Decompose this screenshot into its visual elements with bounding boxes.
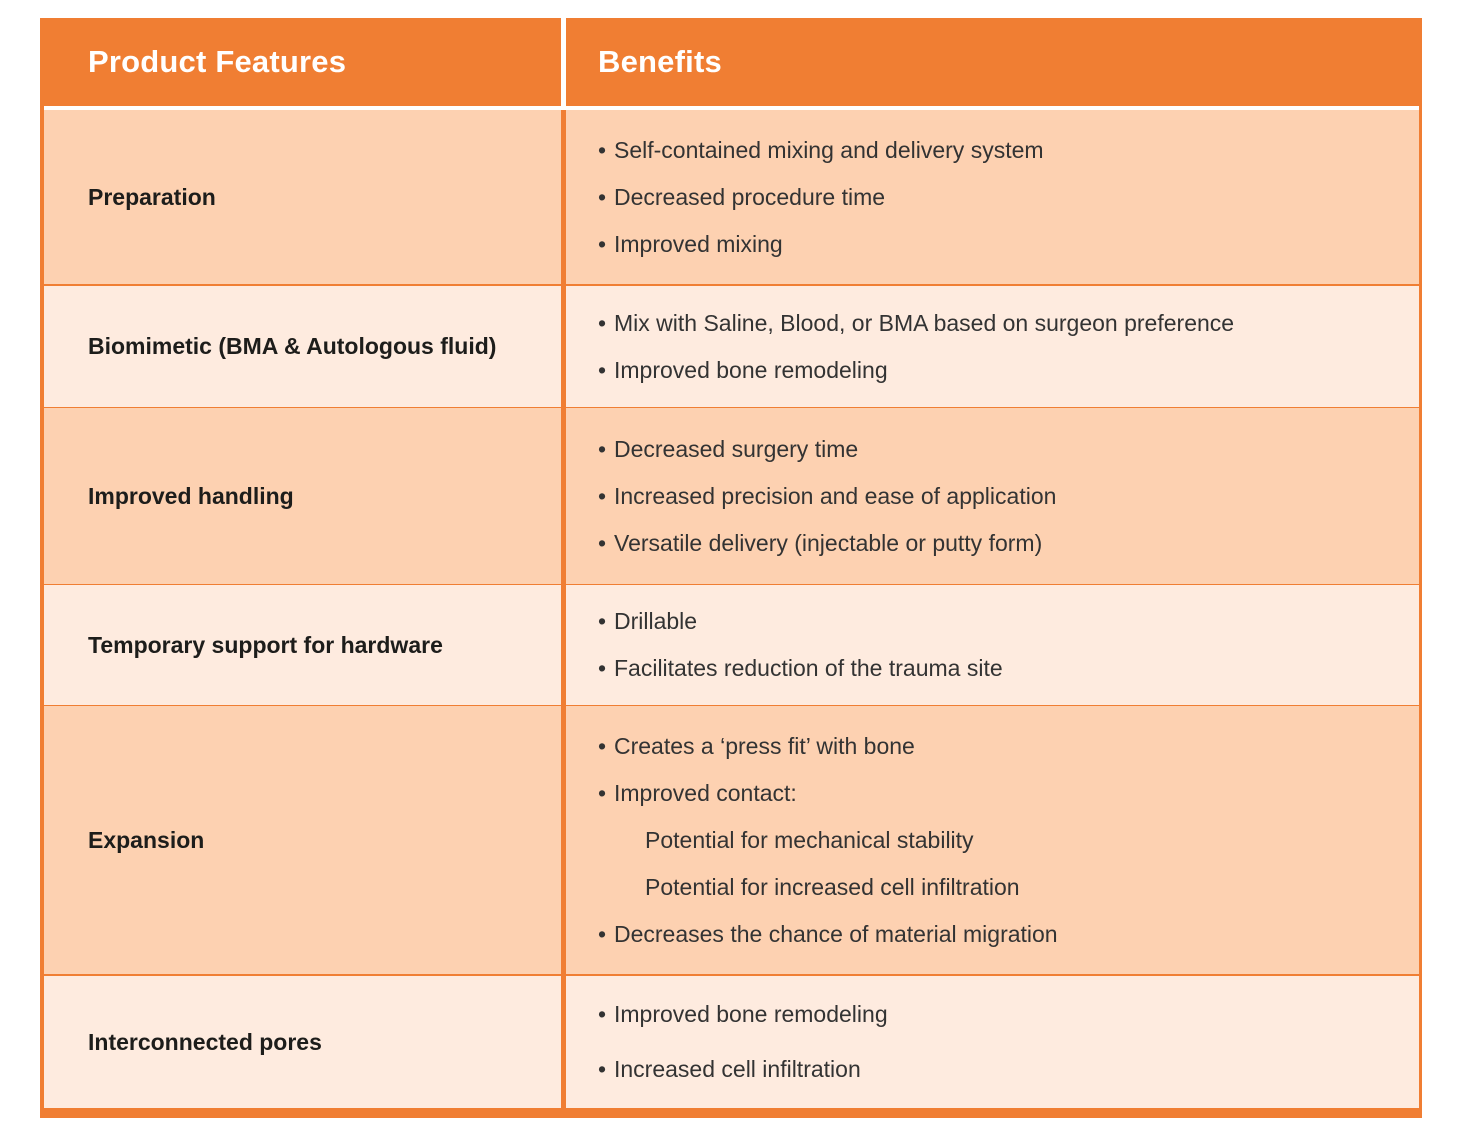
benefit-cell: •Creates a ‘press fit’ with bone •Improv… <box>566 706 1419 974</box>
feature-cell: Preparation <box>44 110 561 284</box>
benefit-item: •Increased cell infiltration <box>598 1042 1419 1097</box>
table-bottom-border <box>40 1108 1422 1118</box>
header-divider <box>44 106 1419 110</box>
benefit-cell: •Mix with Saline, Blood, or BMA based on… <box>566 286 1419 407</box>
header-benefits: Benefits <box>598 44 722 79</box>
benefit-item: •Improved bone remodeling <box>598 347 1419 394</box>
feature-cell: Improved handling <box>44 408 561 584</box>
feature-label: Temporary support for hardware <box>88 631 443 658</box>
benefit-item: •Improved mixing <box>598 221 1419 268</box>
feature-cell: Biomimetic (BMA & Autologous fluid) <box>44 286 561 407</box>
bullet-icon: • <box>598 435 607 462</box>
benefit-cell: •Self-contained mixing and delivery syst… <box>566 110 1419 284</box>
bullet-icon: • <box>598 136 607 163</box>
feature-label: Improved handling <box>88 482 294 509</box>
bullet-icon: • <box>598 920 607 947</box>
benefit-subitem: Potential for mechanical stability <box>645 826 974 853</box>
benefit-item: •Facilitates reduction of the trauma sit… <box>598 645 1419 692</box>
bullet-icon: • <box>598 482 607 509</box>
benefit-item: •Mix with Saline, Blood, or BMA based on… <box>598 300 1419 347</box>
table-row: Improved handling •Decreased surgery tim… <box>44 408 1419 584</box>
feature-cell: Temporary support for hardware <box>44 585 561 705</box>
table-header-row: Product Features Benefits <box>44 18 1419 106</box>
table-row: Biomimetic (BMA & Autologous fluid) •Mix… <box>44 286 1419 407</box>
benefit-cell: •Decreased surgery time •Increased preci… <box>566 408 1419 584</box>
bullet-icon: • <box>598 309 607 336</box>
feature-label: Interconnected pores <box>88 1028 322 1055</box>
benefit-item: •Drillable <box>598 598 1419 645</box>
benefit-subitem: Potential for increased cell infiltratio… <box>645 873 1020 900</box>
table-row: Expansion •Creates a ‘press fit’ with bo… <box>44 706 1419 974</box>
feature-label: Biomimetic (BMA & Autologous fluid) <box>88 333 497 359</box>
benefit-cell: •Improved bone remodeling •Increased cel… <box>566 976 1419 1108</box>
table-row: Preparation •Self-contained mixing and d… <box>44 110 1419 284</box>
benefit-item: •Decreased procedure time <box>598 174 1419 221</box>
feature-label: Preparation <box>88 183 216 210</box>
features-benefits-table: Product Features Benefits Preparation •S… <box>40 18 1422 1118</box>
benefit-item: •Decreased surgery time <box>598 426 1419 473</box>
benefit-item: •Self-contained mixing and delivery syst… <box>598 127 1419 174</box>
benefit-item: •Increased precision and ease of applica… <box>598 473 1419 520</box>
benefit-item: •Creates a ‘press fit’ with bone <box>598 723 1419 770</box>
table-row: Temporary support for hardware •Drillabl… <box>44 585 1419 705</box>
header-product-features: Product Features <box>44 18 566 106</box>
bullet-icon: • <box>598 608 607 634</box>
table-row: Interconnected pores •Improved bone remo… <box>44 976 1419 1108</box>
feature-label: Expansion <box>88 826 205 853</box>
benefit-item: •Versatile delivery (injectable or putty… <box>598 520 1419 567</box>
bullet-icon: • <box>598 230 607 257</box>
bullet-icon: • <box>598 732 607 759</box>
bullet-icon: • <box>598 655 607 681</box>
bullet-icon: • <box>598 1056 607 1082</box>
bullet-icon: • <box>598 529 607 556</box>
benefit-item: •Decreases the chance of material migrat… <box>598 911 1419 958</box>
feature-cell: Interconnected pores <box>44 976 561 1108</box>
bullet-icon: • <box>598 779 607 806</box>
bullet-icon: • <box>598 183 607 210</box>
bullet-icon: • <box>598 1001 607 1027</box>
benefit-item: •Improved contact: <box>598 770 1419 817</box>
feature-cell: Expansion <box>44 706 561 974</box>
bullet-icon: • <box>598 356 607 383</box>
benefit-item: •Improved bone remodeling <box>598 987 1419 1042</box>
benefit-cell: •Drillable •Facilitates reduction of the… <box>566 585 1419 705</box>
